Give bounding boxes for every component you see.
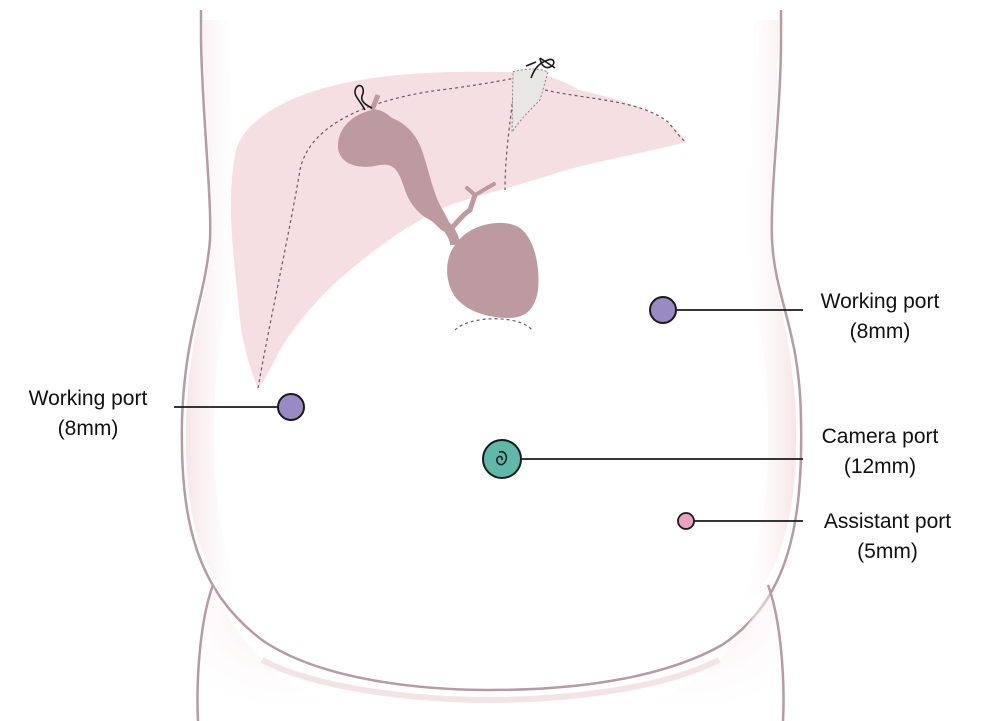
port-size: (5mm) xyxy=(800,537,975,567)
camera-port-icon[interactable] xyxy=(483,440,521,478)
working-port-left-marker[interactable] xyxy=(278,394,304,420)
port-size: (8mm) xyxy=(800,317,960,347)
port-title: Camera port xyxy=(800,422,960,452)
label-assistant-port: Assistant port (5mm) xyxy=(800,507,975,567)
port-title: Assistant port xyxy=(800,507,975,537)
port-size: (8mm) xyxy=(8,414,168,444)
label-camera-port: Camera port (12mm) xyxy=(800,422,960,482)
working-port-right-marker[interactable] xyxy=(650,297,676,323)
label-working-port-left: Working port (8mm) xyxy=(8,384,168,444)
port-title: Working port xyxy=(800,287,960,317)
port-title: Working port xyxy=(8,384,168,414)
port-size: (12mm) xyxy=(800,452,960,482)
assistant-port-marker[interactable] xyxy=(678,513,694,529)
label-working-port-right: Working port (8mm) xyxy=(800,287,960,347)
